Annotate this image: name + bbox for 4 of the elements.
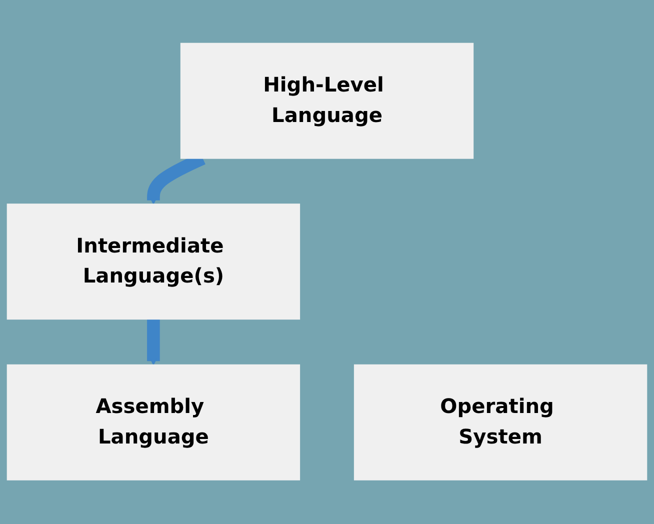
node-box: Intermediate Language(s) — [6, 204, 300, 320]
node-box: Assembly Language — [6, 364, 300, 481]
node-box: Operating System — [354, 364, 648, 481]
node-box: High-Level Language — [180, 43, 474, 160]
